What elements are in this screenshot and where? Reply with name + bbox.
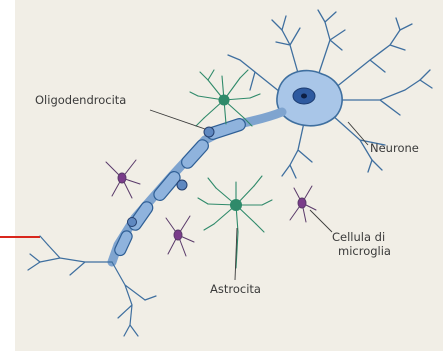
label-microglia-line2: microglia: [338, 244, 391, 258]
axon: [28, 112, 282, 336]
microglia-right: [290, 186, 316, 222]
leader-oligodendrocyte: [150, 110, 205, 129]
label-neuron: Neurone: [370, 141, 419, 155]
astrocyte-middle: [198, 176, 272, 268]
leader-neuron: [348, 122, 368, 145]
label-astrocyte: Astrocita: [210, 282, 261, 296]
label-oligodendrocyte: Oligodendrocita: [35, 93, 126, 107]
label-microglia-line1: Cellula di: [332, 230, 385, 244]
microglia-lower: [166, 216, 194, 256]
leader-microglia: [310, 210, 332, 232]
microglia-left: [106, 160, 140, 198]
